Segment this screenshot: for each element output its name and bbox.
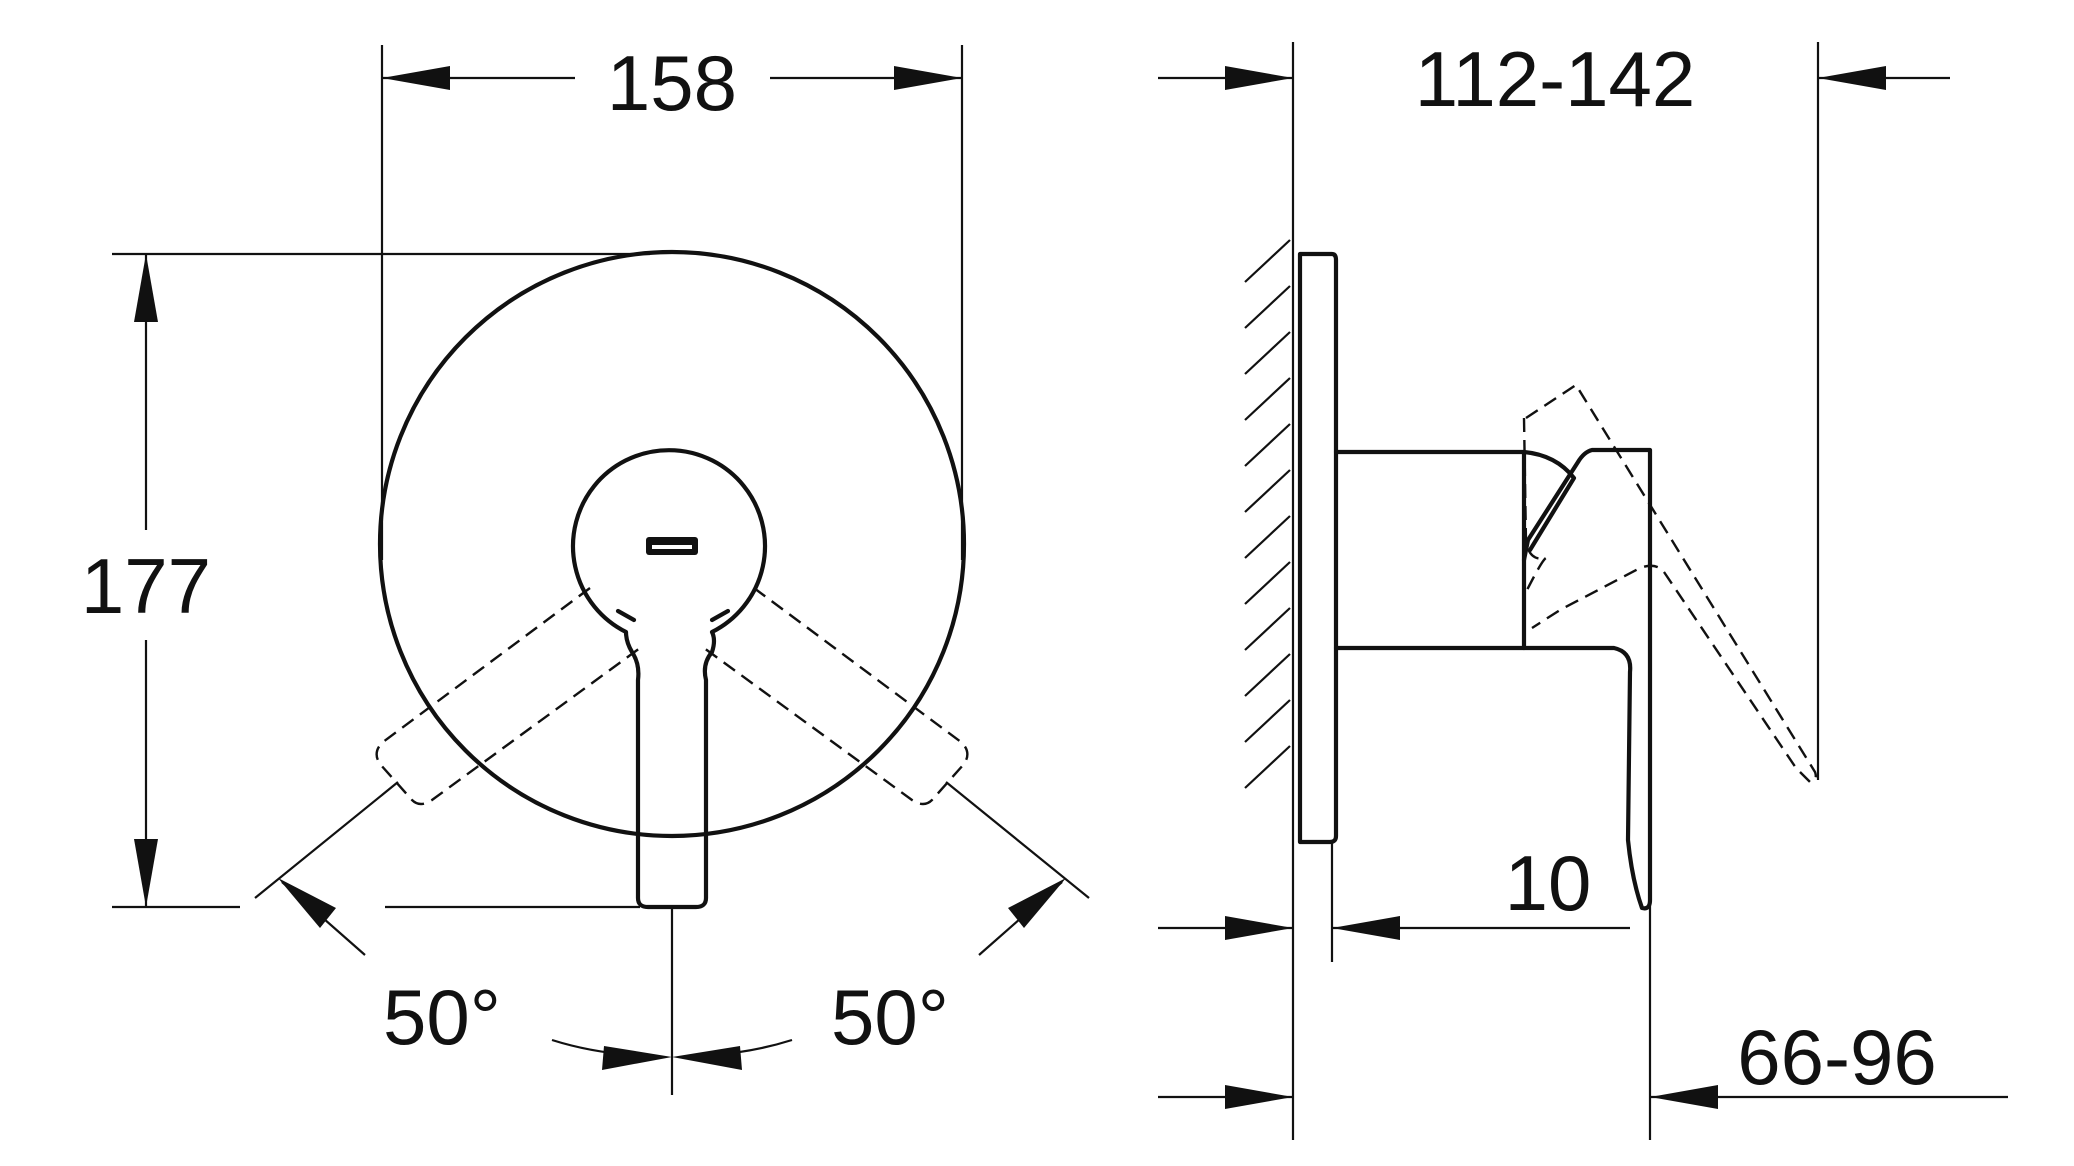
lever-notch-right bbox=[709, 608, 731, 623]
height-dimension-line bbox=[134, 254, 158, 907]
depth-label: 66-96 bbox=[1737, 1013, 1937, 1101]
angle-right-label: 50° bbox=[831, 973, 949, 1061]
depth-dimension-line bbox=[1158, 1085, 2008, 1109]
angle-left-label: 50° bbox=[383, 973, 501, 1061]
plate-gap-dimension-line bbox=[1158, 916, 1630, 940]
projection-dimension-line bbox=[1158, 66, 1950, 90]
projection-label: 112-142 bbox=[1415, 35, 1695, 123]
wall-hatching bbox=[1244, 239, 1291, 789]
lever-rotated-right bbox=[703, 587, 969, 806]
lever-handle bbox=[570, 448, 768, 910]
angle-extension-right bbox=[945, 781, 1090, 899]
valve-body-side bbox=[1333, 449, 1527, 651]
plate-gap-label: 10 bbox=[1505, 839, 1592, 927]
width-label: 158 bbox=[607, 39, 737, 127]
front-view: 158 177 bbox=[81, 39, 1090, 1095]
lever-notch-left bbox=[615, 608, 637, 623]
angle-arc-left bbox=[278, 878, 672, 1070]
angle-arc-right bbox=[672, 878, 1066, 1070]
lever-hub-side bbox=[1521, 449, 1577, 553]
lever-side bbox=[1521, 447, 1653, 911]
lever-rotated-side bbox=[1522, 383, 1818, 784]
height-label: 177 bbox=[81, 542, 211, 630]
cover-plate-side bbox=[1297, 251, 1339, 845]
width-dimension-line bbox=[382, 66, 962, 90]
angle-extension-left bbox=[254, 781, 399, 899]
side-view: 112-142 10 66-96 bbox=[1158, 35, 2008, 1140]
lever-rotated-left bbox=[375, 587, 641, 806]
cover-plate bbox=[377, 249, 967, 839]
